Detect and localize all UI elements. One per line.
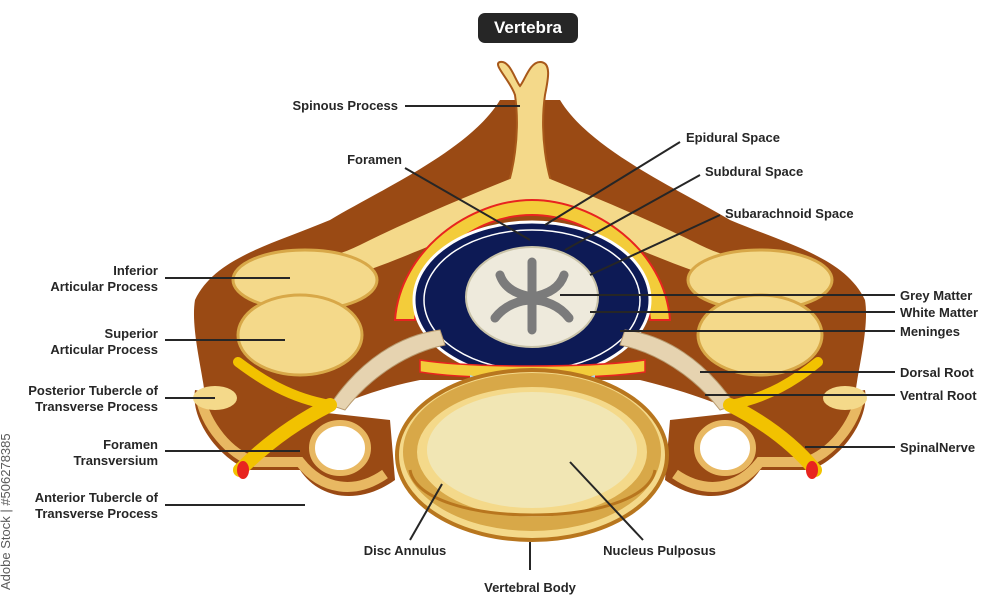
superior-articular-process-right <box>696 293 824 377</box>
diagram-title: Vertebra <box>478 13 578 43</box>
label-epidural-space: Epidural Space <box>686 130 780 145</box>
label-nucleus-pulposus: Nucleus Pulposus <box>603 543 716 558</box>
posterior-tubercle-right <box>823 386 867 410</box>
label-dorsal-root: Dorsal Root <box>900 365 974 380</box>
foramen-transversium-left <box>309 420 371 476</box>
label-vertebral-body: Vertebral Body <box>484 580 576 595</box>
label-meninges: Meninges <box>900 324 960 339</box>
label-subarachnoid-space: Subarachnoid Space <box>725 206 854 221</box>
spinal-nerve-left <box>233 398 337 477</box>
foramen-transversium-right <box>694 420 756 476</box>
label-disc-annulus: Disc Annulus <box>363 543 447 558</box>
stock-watermark: Adobe Stock | #506278385 <box>0 433 13 590</box>
label-grey-matter: Grey Matter <box>900 288 973 303</box>
leader-lines <box>165 105 895 570</box>
spinal-nerve-right <box>723 398 822 477</box>
spinous-process <box>497 60 562 206</box>
label-spinous-process: Spinous Process <box>292 98 398 113</box>
label-subdural-space: Subdural Space <box>705 164 804 179</box>
label-foramen: Foramen <box>347 152 402 167</box>
spinal-cord-grey-matter <box>490 257 574 335</box>
superior-articular-process-left <box>236 293 364 377</box>
label-spinal-nerve: SpinalNerve <box>900 440 976 455</box>
spinal-nerve-right-branch <box>725 357 823 410</box>
label-ventral-root: Ventral Root <box>900 388 977 403</box>
spinal-nerve-left-branch <box>233 357 335 410</box>
dorsal-root-right <box>619 329 736 411</box>
disc-annulus <box>403 373 661 531</box>
nucleus-pulposus <box>427 392 637 508</box>
label-white-matter: White Matter <box>900 305 978 320</box>
dorsal-root-left <box>329 329 446 411</box>
